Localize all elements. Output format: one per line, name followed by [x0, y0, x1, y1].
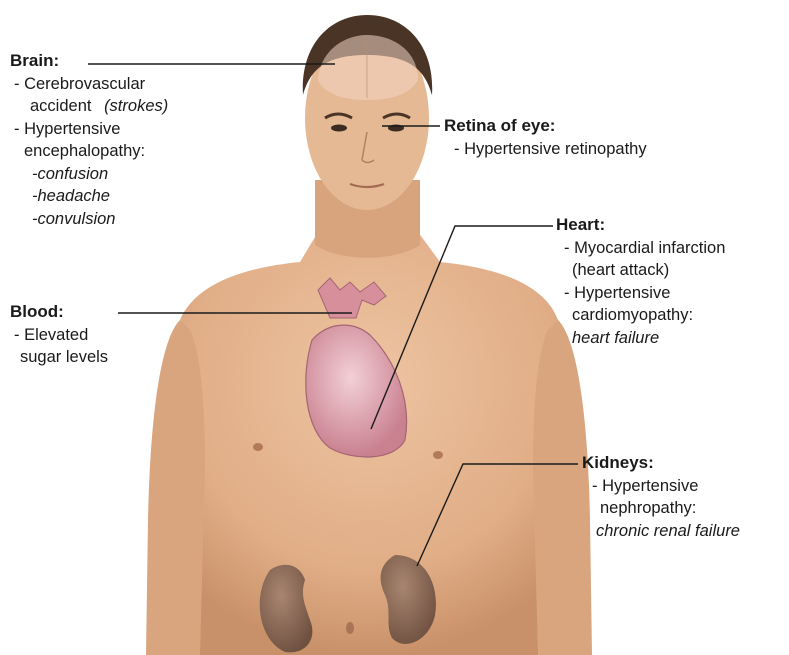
blood-line: - Elevated [10, 324, 108, 347]
brain-line: - Cerebrovascular [10, 73, 168, 96]
brain-text-italic: (strokes) [104, 97, 168, 115]
heart-heading: Heart: [556, 214, 725, 237]
kidneys-line: - Hypertensive [582, 475, 740, 498]
brain-text: accident [30, 97, 91, 115]
heart-line-italic: heart failure [556, 327, 725, 350]
brain-symptom: -headache [10, 185, 168, 208]
left-arm [146, 320, 205, 655]
heart-line: - Myocardial infarction [556, 237, 725, 260]
brain-line: - Hypertensive [10, 118, 168, 141]
brain-line: encephalopathy: [10, 140, 168, 163]
brain-line: accident (strokes) [10, 95, 168, 118]
annotation-brain: Brain: - Cerebrovascular accident (strok… [10, 50, 168, 230]
annotation-retina: Retina of eye: - Hypertensive retinopath… [444, 115, 647, 160]
brain-heading: Brain: [10, 50, 168, 73]
blood-line: sugar levels [10, 346, 108, 369]
kidneys-line-italic: chronic renal failure [582, 520, 740, 543]
kidneys-line: nephropathy: [582, 497, 740, 520]
annotation-heart: Heart: - Myocardial infarction (heart at… [556, 214, 725, 349]
heart-line: cardiomyopathy: [556, 304, 725, 327]
annotation-blood: Blood: - Elevated sugar levels [10, 301, 108, 369]
heart-line: (heart attack) [556, 259, 725, 282]
retina-heading: Retina of eye: [444, 115, 647, 138]
retina-line: - Hypertensive retinopathy [444, 138, 647, 161]
heart-line: - Hypertensive [556, 282, 725, 305]
blood-heading: Blood: [10, 301, 108, 324]
kidneys-heading: Kidneys: [582, 452, 740, 475]
annotation-kidneys: Kidneys: - Hypertensive nephropathy: chr… [582, 452, 740, 542]
brain-symptom: -convulsion [10, 208, 168, 231]
brain-symptom: -confusion [10, 163, 168, 186]
